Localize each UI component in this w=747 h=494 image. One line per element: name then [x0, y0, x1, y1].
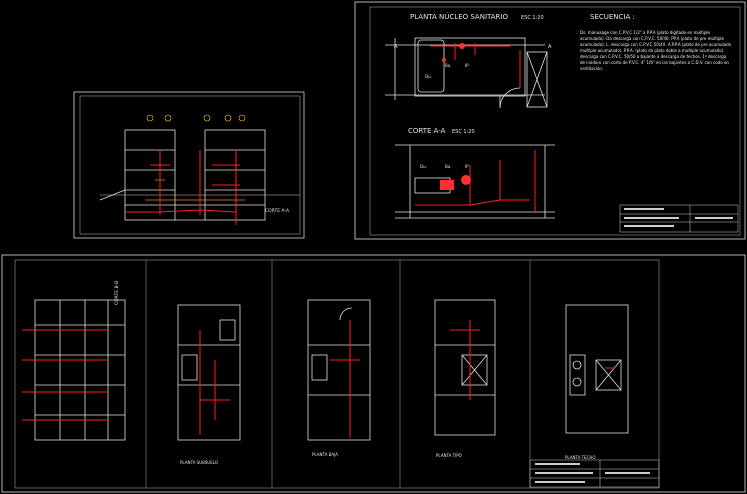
sequence-line: multiple acumulado). P.P.A. (plato de pl… — [580, 48, 724, 53]
sequence-line: ventilación. — [580, 66, 603, 71]
fixture-tag-bidet-plan: Ba. — [445, 63, 451, 68]
fixture-tag-wc-plan: IP — [465, 63, 469, 68]
svg-text:A: A — [548, 44, 552, 50]
plan-title: PLANTA NÚCLEO SANITARIO — [410, 12, 508, 21]
sequence-line: acumulado). L. descarga con C.P.V.C 50/4… — [580, 42, 732, 47]
section-scale: ESC 1:20 — [452, 129, 475, 135]
fixture-tag-shower-section: Du. — [420, 164, 427, 169]
sequence-line: de inodoro con corto de P.V.C. 4" 1/6" e… — [580, 60, 729, 65]
floor-label-techo: PLANTA TECHO — [565, 455, 596, 460]
title-block-top — [619, 204, 739, 233]
sequence-title: SECUENCIA : — [590, 13, 635, 21]
fixture-tag-bidet-section: Ba. — [445, 164, 451, 169]
fixture-tag-shower-plan: Du. — [425, 74, 432, 79]
sequence-line: Ds. manuaage con C.P.V.C 1/2" a P.P.A (p… — [580, 30, 711, 35]
sheet-floor-plans: CORTE B-B PLANTA SUBSUELO PLANTA BA — [1, 254, 746, 493]
sheet-building-section: CORTE A-A — [73, 91, 305, 239]
building-section-label: CORTE A-A — [265, 208, 290, 214]
plan-scale: ESC 1:20 — [521, 15, 544, 21]
floor-label-subsuelo: PLANTA SUBSUELO — [180, 460, 218, 465]
sheet-sanitary-core: PLANTA NÚCLEO SANITARIO ESC 1:20 Du. Ba.… — [354, 1, 746, 240]
fixture-tag-wc-section: IP — [465, 164, 469, 169]
section-title: CORTE A-A — [408, 127, 446, 135]
right-elevation-label: CORTE B-B — [114, 281, 120, 305]
sequence-line: descarga con C.P.V.C. 50/50 a bajante a … — [580, 54, 727, 59]
sequence-line: acumulado). Da descarga con C.P.V.C. 50/… — [580, 36, 725, 41]
floor-label-tipo: PLANTA TIPO — [436, 453, 462, 458]
svg-text:A: A — [394, 44, 398, 50]
title-block-bottom — [529, 459, 660, 488]
floor-label-baja: PLANTA BAJA — [312, 452, 338, 457]
